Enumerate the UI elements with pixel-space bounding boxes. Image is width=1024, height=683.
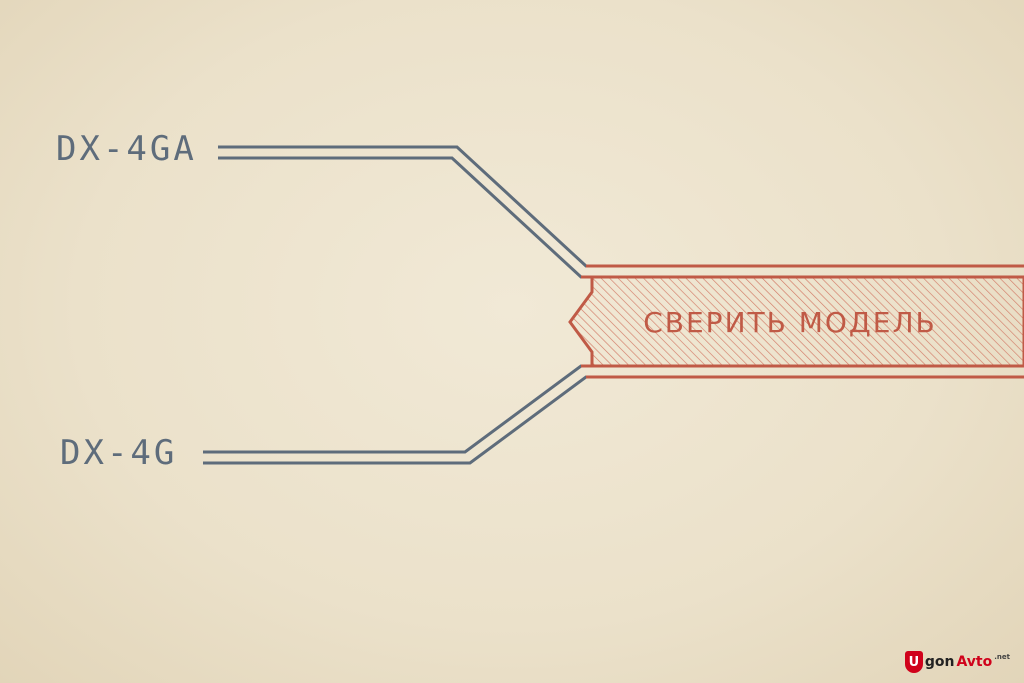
check-model-button[interactable]: СВЕРИТЬ МОДЕЛЬ bbox=[643, 305, 937, 339]
top-line-inner bbox=[218, 156, 1024, 279]
shield-icon: U bbox=[904, 651, 923, 673]
bottom-line-inner bbox=[203, 364, 1024, 454]
ugonavto-logo: U gon Avto .net bbox=[904, 651, 1010, 673]
action-band bbox=[568, 275, 1024, 368]
logo-suffix: .net bbox=[994, 653, 1010, 661]
top-line-outer bbox=[218, 145, 1024, 268]
logo-text-part2: Avto bbox=[956, 654, 993, 670]
model-label-dx-4g: DX-4G bbox=[60, 433, 178, 473]
logo-text-part1: gon bbox=[924, 654, 955, 670]
model-label-dx-4ga: DX-4GA bbox=[56, 129, 197, 169]
bottom-line-outer bbox=[203, 375, 1024, 465]
